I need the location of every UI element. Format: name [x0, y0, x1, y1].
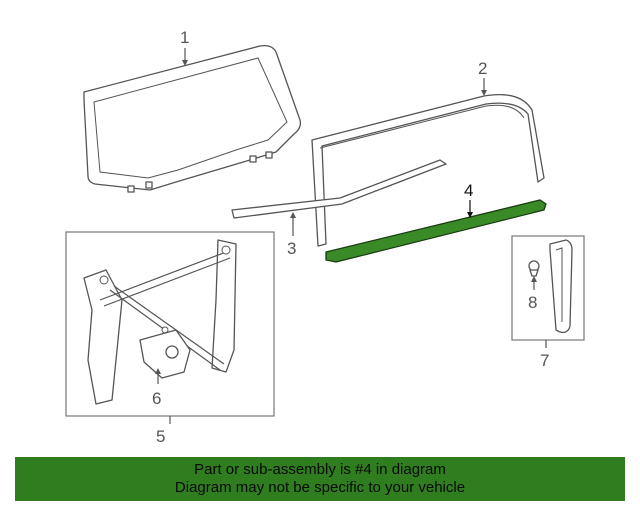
banner-line-1: Part or sub-assembly is #4 in diagram	[194, 461, 446, 478]
banner-line-2: Diagram may not be specific to your vehi…	[174, 479, 466, 496]
part-4-weatherstrip-highlight	[325, 199, 547, 263]
callout-5: 5	[156, 427, 165, 446]
callout-3: 3	[287, 239, 296, 258]
callout-8: 8	[528, 293, 537, 312]
part-2-window-frame	[311, 78, 545, 247]
callout-7: 7	[540, 351, 549, 370]
part-4-strip	[325, 199, 547, 263]
part-5-regulator-box	[65, 231, 275, 424]
callout-2: 2	[478, 59, 487, 78]
part-7-trim-box	[511, 235, 585, 348]
part-3-belt-molding	[231, 159, 447, 236]
info-banner: Part or sub-assembly is #4 in diagram Di…	[15, 457, 625, 501]
callout-4: 4	[464, 181, 473, 200]
callout-6: 6	[152, 389, 161, 408]
callout-1: 1	[180, 28, 189, 47]
part-1-back-glass	[83, 44, 302, 193]
